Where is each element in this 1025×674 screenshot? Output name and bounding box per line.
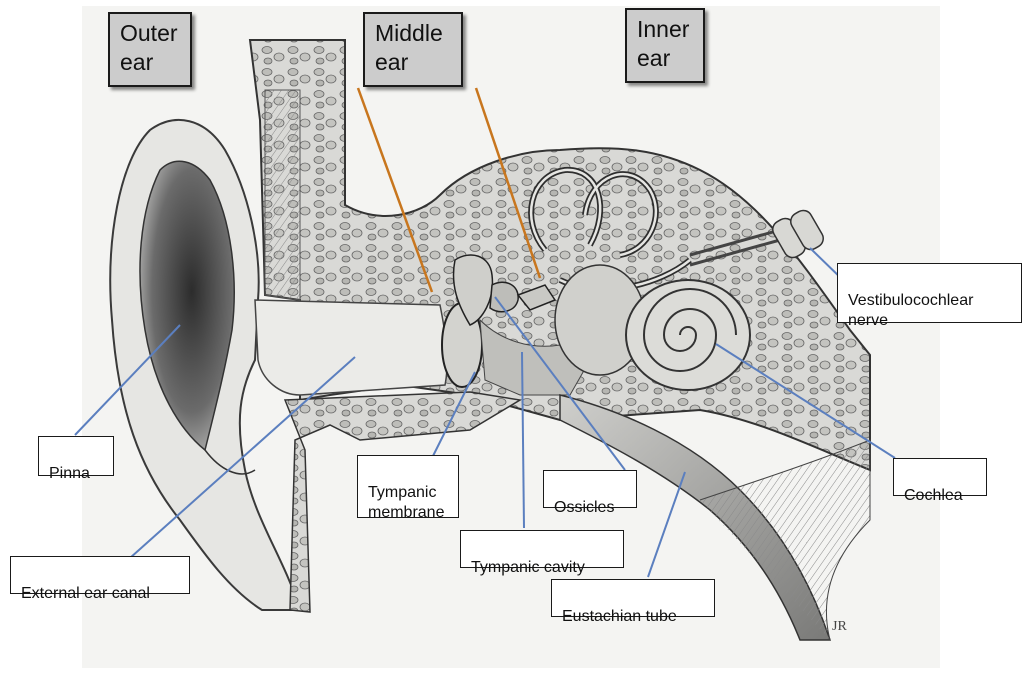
label-pinna: Pinna [38,436,114,476]
label-eustachian-tube-text: Eustachian tube [562,608,677,625]
label-tympanic-membrane-text: Tympanic membrane [368,484,444,521]
label-tympanic-cavity-text: Tympanic cavity [471,559,585,576]
label-cochlea: Cochlea [893,458,987,496]
ear-canal-drawing [255,300,447,395]
label-eustachian-tube: Eustachian tube [551,579,715,617]
label-cochlea-text: Cochlea [904,487,963,504]
label-ossicles-text: Ossicles [554,499,614,516]
cochlea-drawing [626,280,750,390]
label-vestibulocochlear-nerve: Vestibulocochlear nerve [837,263,1022,323]
label-tympanic-membrane: Tympanic membrane [357,455,459,518]
region-outer-ear-text: Outer ear [120,20,178,75]
region-middle-ear-text: Middle ear [375,20,443,75]
label-external-ear-canal: External ear canal [10,556,190,594]
region-inner-ear-text: Inner ear [637,16,689,71]
label-ossicles: Ossicles [543,470,637,508]
label-tympanic-cavity: Tympanic cavity [460,530,624,568]
region-outer-ear: Outer ear [108,12,192,87]
label-pinna-text: Pinna [49,465,90,482]
artist-signature: JR [832,619,847,634]
label-external-ear-canal-text: External ear canal [21,585,150,602]
region-middle-ear: Middle ear [363,12,463,87]
region-inner-ear: Inner ear [625,8,705,83]
